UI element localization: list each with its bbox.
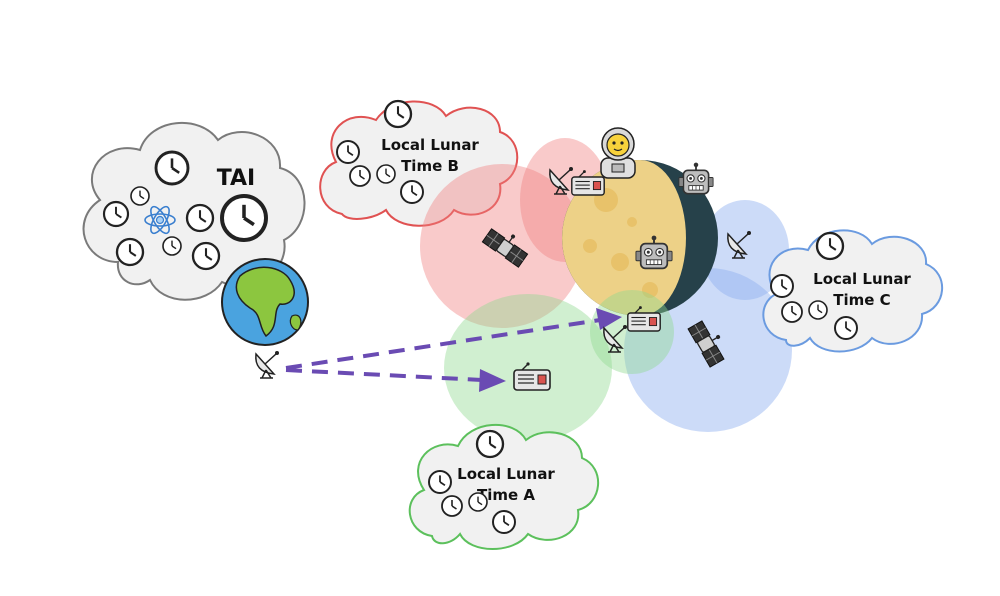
clock-icon	[115, 237, 145, 267]
local-lunar-time-a-line2: Time A	[477, 486, 535, 504]
clock-icon	[102, 200, 130, 228]
clock-icon	[468, 492, 488, 512]
clock-icon	[492, 510, 516, 534]
atom-icon	[144, 205, 176, 235]
local-lunar-time-b-cloud: Local Lunar Time B	[319, 99, 519, 227]
clock-icon	[770, 274, 794, 298]
coverage-zone-green	[444, 290, 674, 442]
clock-icon	[834, 316, 858, 340]
tai-label: TAI	[217, 166, 256, 191]
local-lunar-time-c-line2: Time C	[833, 291, 890, 309]
clock-icon	[191, 241, 221, 271]
local-lunar-time-a-cloud: Local Lunar Time A	[408, 424, 599, 550]
local-lunar-time-c-cloud: Local Lunar Time C	[762, 229, 943, 353]
local-lunar-time-b-line2: Time B	[401, 157, 459, 175]
clock-icon	[130, 186, 150, 206]
clock-icon	[400, 180, 424, 204]
clock-icon	[220, 194, 268, 242]
signal-arrow-to-transmitter	[285, 368, 483, 382]
clock-icon	[428, 470, 452, 494]
earth-icon	[221, 258, 309, 346]
arrowhead	[479, 369, 506, 392]
clock-icon	[154, 150, 190, 186]
local-lunar-time-b-line1: Local Lunar	[381, 136, 479, 154]
clock-icon	[349, 165, 371, 187]
clock-icon	[383, 99, 413, 129]
robot-icon	[678, 161, 714, 195]
clock-icon	[162, 236, 182, 256]
dish-antenna-icon	[255, 350, 280, 379]
clock-icon	[475, 429, 505, 459]
clock-icon	[815, 231, 845, 261]
local-lunar-time-a-line1: Local Lunar	[457, 465, 555, 483]
astronaut-icon	[600, 127, 636, 179]
clock-icon	[336, 140, 360, 164]
moon-icon	[562, 160, 718, 316]
clock-icon	[781, 301, 803, 323]
clock-icon	[441, 495, 463, 517]
clock-icon	[808, 300, 828, 320]
tai-cloud: TAI	[82, 121, 306, 301]
clock-icon	[376, 164, 396, 184]
clock-icon	[185, 203, 215, 233]
signal-arrows	[285, 308, 622, 392]
arrowhead	[596, 308, 622, 330]
local-lunar-time-c-line1: Local Lunar	[813, 270, 911, 288]
signal-arrow-to-moon	[285, 318, 601, 370]
